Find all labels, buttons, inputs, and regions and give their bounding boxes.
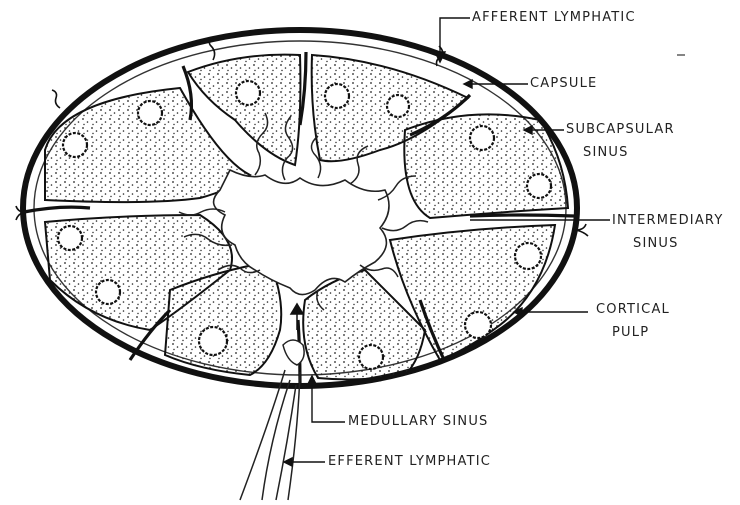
follicle — [527, 174, 551, 198]
label-afferent-lymphatic: AFFERENT LYMPHATIC — [472, 10, 636, 26]
label-subcapsular-line2: SINUS — [583, 145, 629, 161]
label-intermediary-line1: INTERMEDIARY — [612, 213, 723, 229]
label-cortical-line2: PULP — [612, 325, 649, 341]
follicle — [515, 243, 541, 269]
label-efferent-lymphatic: EFFERENT LYMPHATIC — [328, 454, 491, 470]
label-intermediary-line2: SINUS — [633, 236, 679, 252]
follicle — [359, 345, 383, 369]
label-subcapsular-line1: SUBCAPSULAR — [566, 122, 675, 138]
follicle — [470, 126, 494, 150]
follicle — [199, 327, 227, 355]
follicle — [138, 101, 162, 125]
follicle — [465, 312, 491, 338]
follicle — [96, 280, 120, 304]
follicle — [63, 133, 87, 157]
label-medullary-sinus: MEDULLARY SINUS — [348, 414, 488, 430]
follicle — [58, 226, 82, 250]
follicle — [325, 84, 349, 108]
follicle — [236, 81, 260, 105]
follicle — [387, 95, 409, 117]
label-cortical-line1: CORTICAL — [596, 302, 670, 318]
label-capsule: CAPSULE — [530, 76, 597, 92]
